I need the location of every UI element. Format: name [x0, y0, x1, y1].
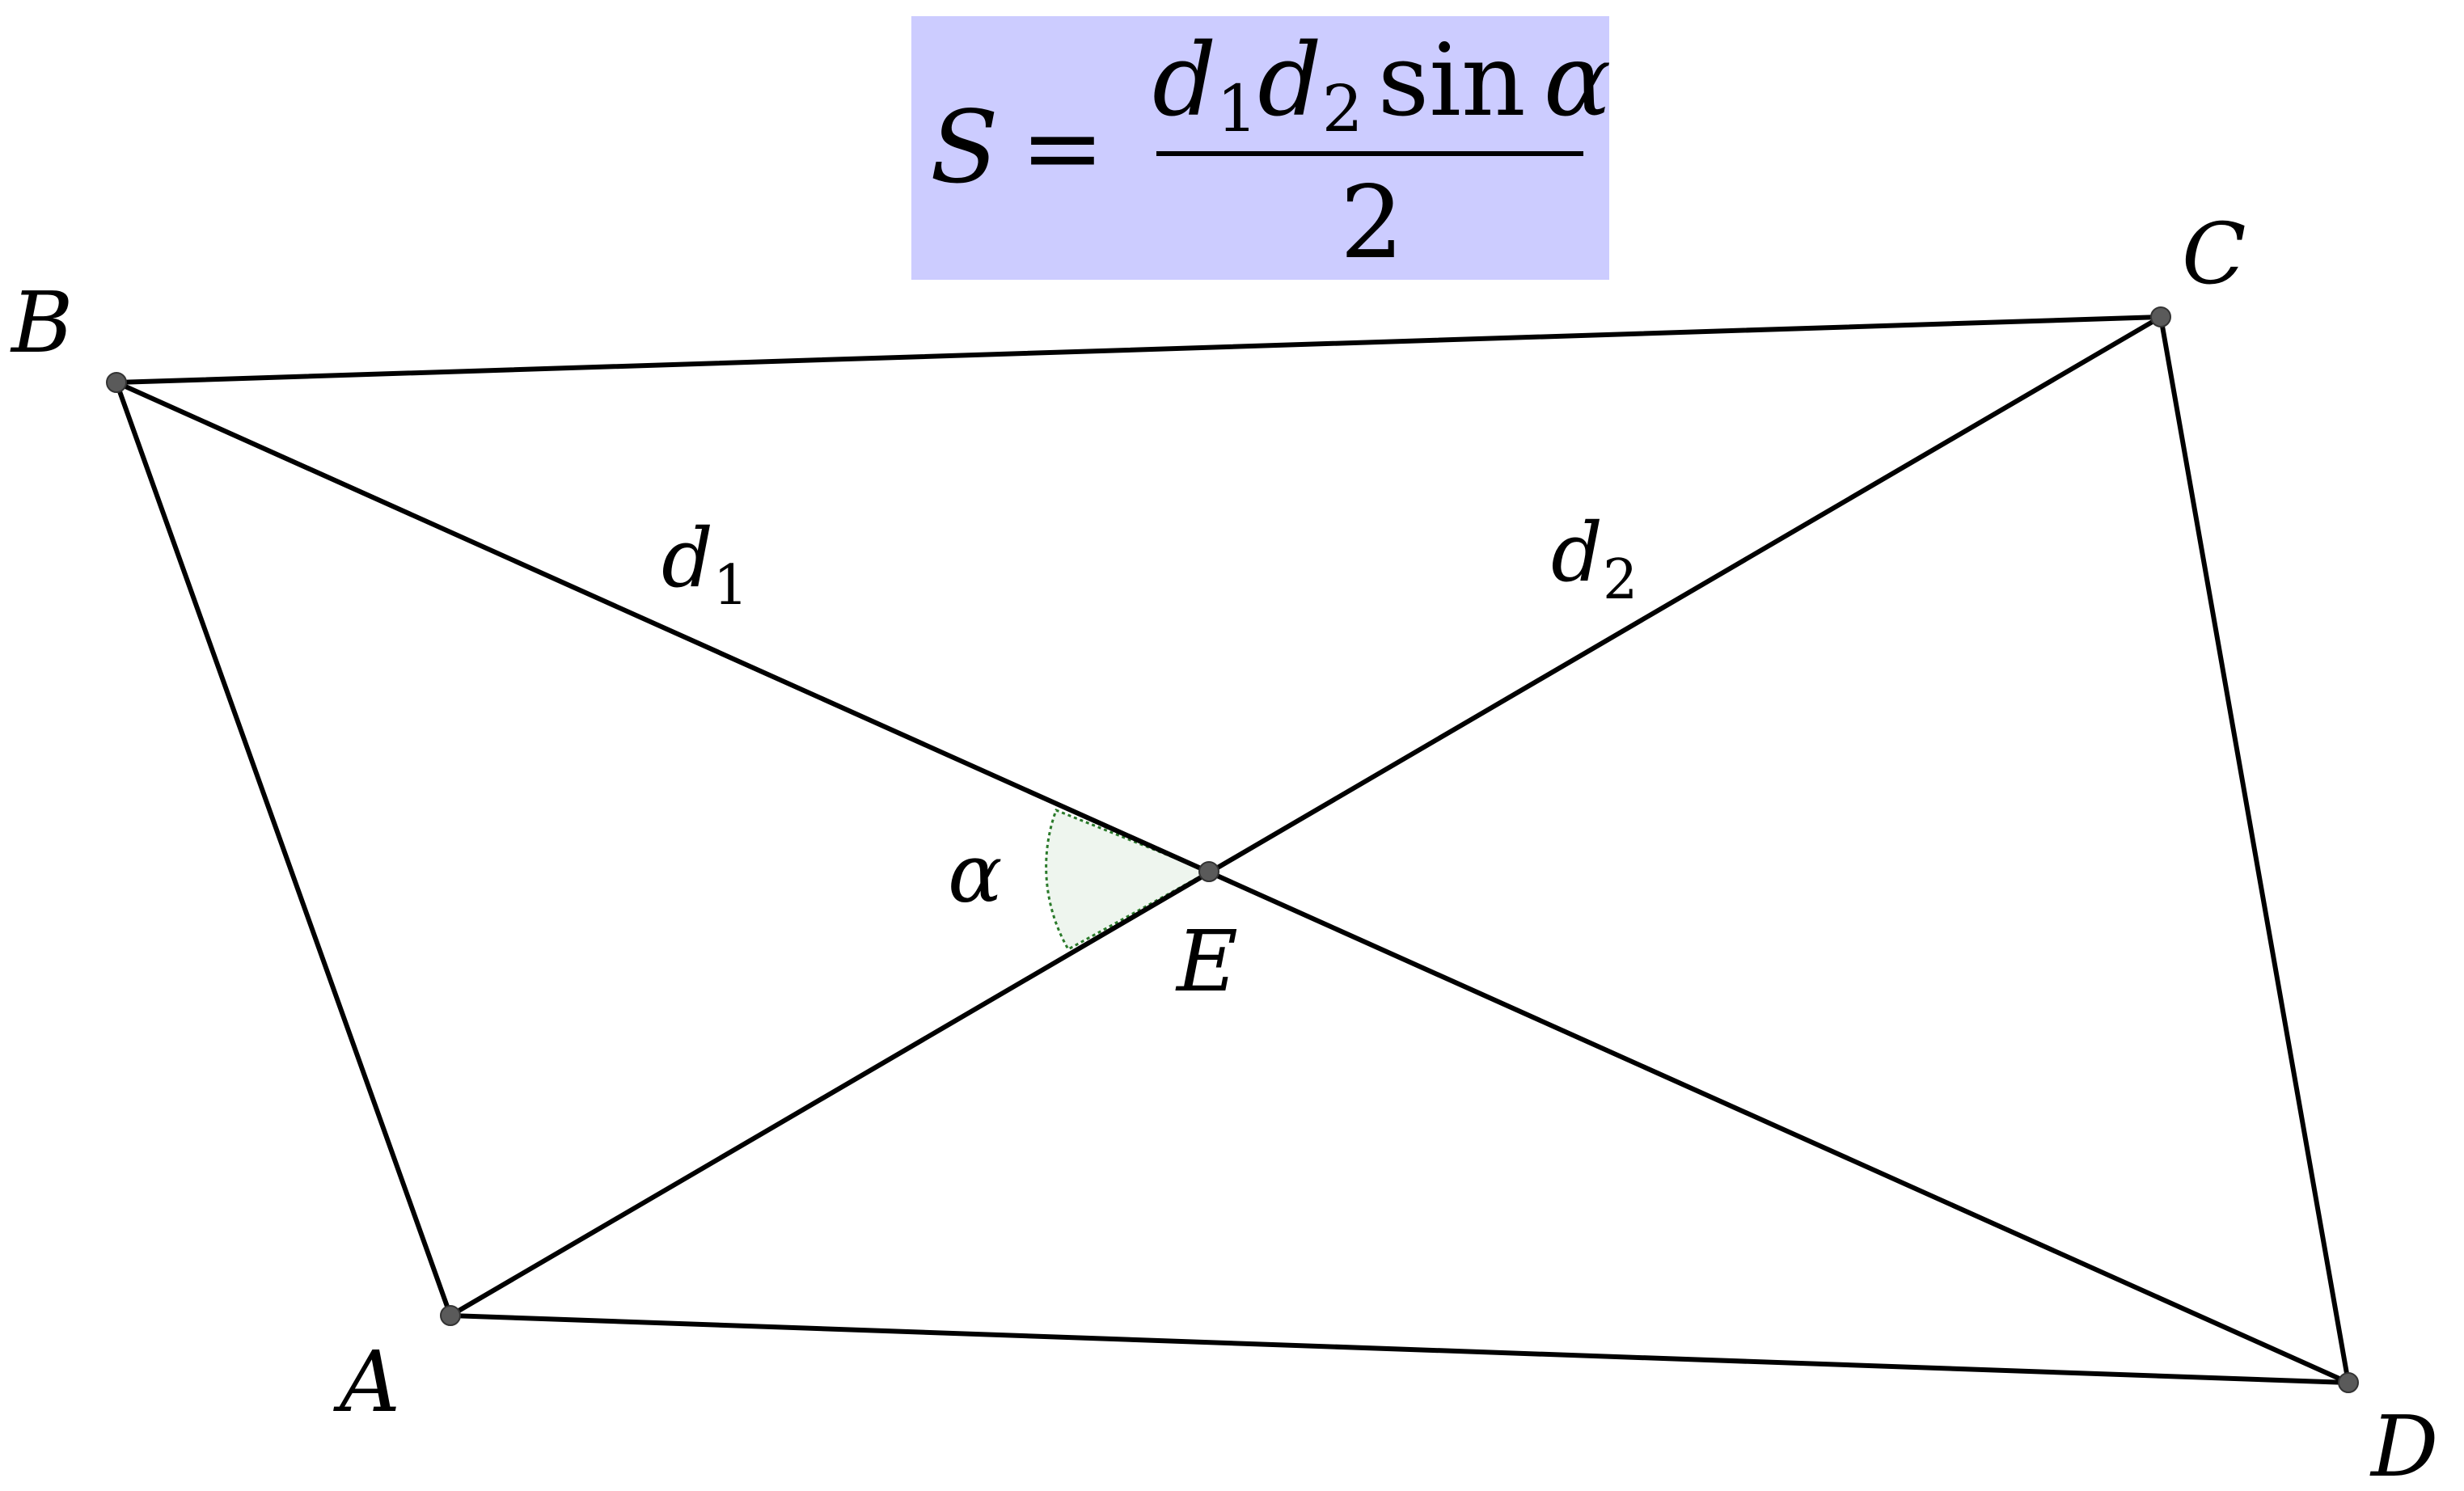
diagonal-bd [114, 380, 2351, 1385]
vertex-e [1198, 861, 1219, 882]
label-alpha: α [948, 826, 1003, 921]
vertex-c [2150, 306, 2171, 327]
formula-lhs: S [930, 90, 999, 206]
label-d2-sub: 2 [1603, 548, 1638, 612]
side-da [448, 1313, 2351, 1385]
vertex-a [440, 1305, 461, 1326]
label-c: C [2182, 205, 2246, 303]
label-d1-sub: 1 [713, 554, 748, 618]
formula-d1-sub: 1 [1216, 71, 1257, 146]
formula-d1-letter: d [1152, 23, 1216, 139]
side-bc [114, 315, 2163, 385]
vertex-d [2338, 1372, 2359, 1393]
diagonal-ac [448, 315, 2163, 1318]
label-d: D [2369, 1397, 2438, 1491]
label-d1: d1 [661, 511, 748, 618]
label-d1-letter: d [661, 511, 713, 606]
formula-d2-sub: 2 [1322, 71, 1363, 146]
label-a: A [333, 1333, 400, 1431]
formula-background [911, 16, 1609, 280]
vertex-b [106, 372, 127, 393]
formula-alpha: α [1544, 23, 1612, 139]
formula-denominator: 2 [1340, 165, 1404, 281]
formula-sin: sin [1378, 23, 1526, 139]
side-cd [2158, 315, 2351, 1385]
label-d2: d2 [1551, 505, 1638, 612]
formula-d2-letter: d [1257, 23, 1321, 139]
side-ab [114, 380, 453, 1318]
label-b: B [10, 273, 73, 372]
formula-equals: = [1021, 90, 1105, 206]
label-e: E [1175, 912, 1238, 1011]
label-d2-letter: d [1551, 505, 1603, 600]
angle-alpha-marker [1045, 809, 1212, 952]
